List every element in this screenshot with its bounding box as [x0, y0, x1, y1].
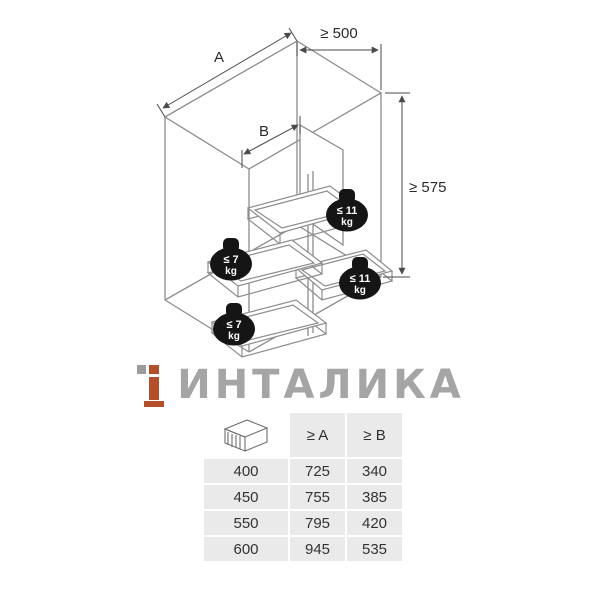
table-header-cabinet-cell	[204, 413, 288, 457]
weight-value: ≤ 11	[337, 205, 358, 217]
table-cell-b: 420	[347, 511, 402, 535]
dimension-depth	[296, 42, 382, 90]
dimension-b	[241, 116, 301, 168]
weight-unit: kg	[341, 217, 353, 228]
table-cell-b: 340	[347, 459, 402, 483]
table-cell-a: 725	[290, 459, 345, 483]
weight-value: ≤ 7	[226, 319, 241, 331]
table-cell-size: 450	[204, 485, 288, 509]
weight-value: ≤ 11	[350, 273, 371, 285]
table-cell-size: 600	[204, 537, 288, 561]
cabinet-pictogram-icon	[223, 419, 269, 452]
table-cell-size: 400	[204, 459, 288, 483]
table-cell-a: 755	[290, 485, 345, 509]
brand-i-column-mark-icon	[137, 365, 165, 407]
dimension-a	[156, 27, 298, 118]
weight-unit: kg	[354, 285, 366, 296]
table-header-a: ≥ A	[290, 413, 345, 457]
dimension-height-label: ≥ 575	[409, 179, 446, 196]
weight-badge-3: ≤ 11 kg	[339, 257, 381, 300]
dimensions-table: ≥ A ≥ B 400 725 340 450 755 385 550 795 …	[204, 413, 402, 561]
weight-unit: kg	[228, 331, 240, 342]
table-header-b: ≥ B	[347, 413, 402, 457]
table-cell-a: 795	[290, 511, 345, 535]
weight-unit: kg	[225, 266, 237, 277]
weight-badge-4: ≤ 7 kg	[213, 303, 255, 346]
table-cell-size: 550	[204, 511, 288, 535]
weight-badge-1: ≤ 11 kg	[326, 189, 368, 232]
wire-tray-mid-right	[294, 249, 394, 301]
weight-value: ≤ 7	[223, 254, 238, 266]
table-cell-b: 535	[347, 537, 402, 561]
weight-badge-2: ≤ 7 kg	[210, 238, 252, 281]
dimension-b-label: B	[259, 123, 269, 140]
watermark-logo: ИНТАЛИКА	[0, 362, 600, 408]
dimension-height	[383, 92, 410, 278]
dimension-a-label: A	[214, 49, 224, 66]
table-cell-a: 945	[290, 537, 345, 561]
wire-tray-top-right	[246, 185, 364, 245]
dimension-depth-label: ≥ 500	[320, 25, 357, 42]
table-cell-b: 385	[347, 485, 402, 509]
brand-name: ИНТАЛИКА	[177, 362, 465, 408]
